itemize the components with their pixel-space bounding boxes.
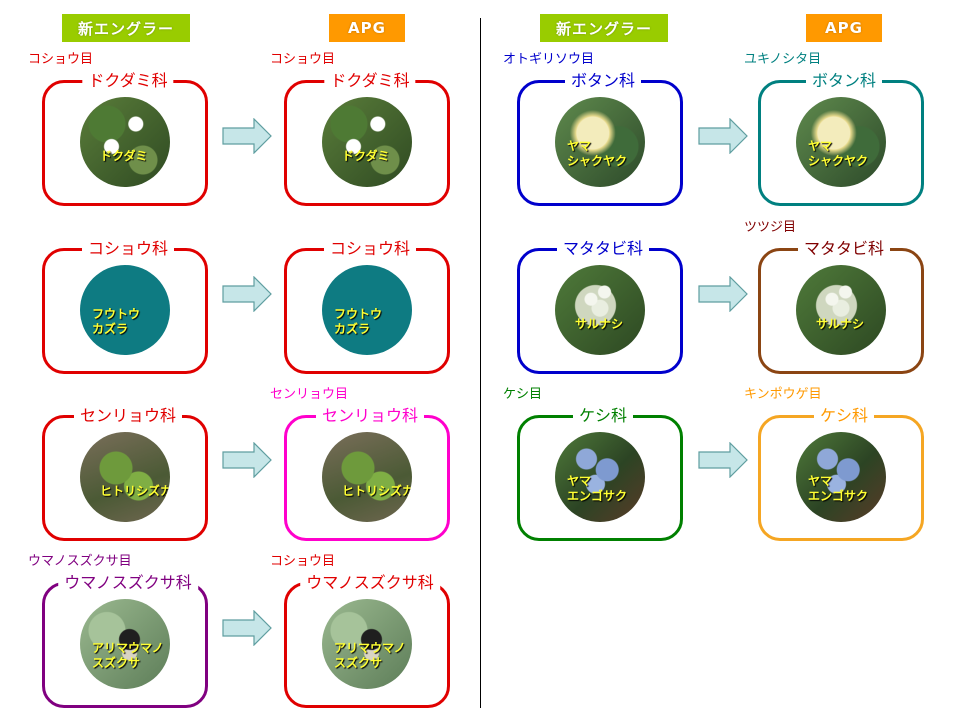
order-name: キンポウゲ目 — [744, 387, 822, 402]
family-box: センリョウ科ヒトリシズカ — [42, 405, 208, 541]
order-name: コショウ目 — [28, 52, 94, 67]
family-box: ケシ科ヤマエンゴサク — [517, 405, 683, 541]
plant-photo: ヤマエンゴサク — [555, 432, 645, 522]
plant-name: アリマウマノ — [92, 641, 164, 655]
plant-name: ヤマ — [567, 474, 592, 488]
order-name: ケシ目 — [503, 387, 543, 402]
plant-photo: フウトウカズラ — [322, 265, 412, 355]
family-name: コショウ科 — [323, 238, 417, 260]
family-name: センリョウ科 — [315, 405, 425, 427]
family-name: ドクダミ科 — [82, 70, 174, 92]
family-name: ドクダミ科 — [324, 70, 416, 92]
family-name: ウマノスズクサ科 — [300, 572, 440, 594]
plant-name: アリマウマノ — [334, 641, 406, 655]
family-name: マタタビ科 — [556, 238, 650, 260]
order-name: オトギリソウ目 — [503, 52, 595, 67]
right-arrow-icon — [698, 276, 748, 312]
arrow-shape — [222, 442, 272, 478]
plant-name: エンゴサク — [567, 489, 628, 503]
family-name: センリョウ科 — [73, 405, 183, 427]
plant-photo: ドクダミ — [322, 97, 412, 187]
plant-photo: サルナシ — [796, 265, 886, 355]
plant-name: シャクヤク — [808, 154, 869, 168]
plant-photo: ヤマシャクヤク — [796, 97, 886, 187]
family-box: センリョウ科ヒトリシズカ — [284, 405, 450, 541]
right-arrow-icon — [222, 610, 272, 646]
family-name: ケシ科 — [813, 405, 875, 427]
family-box: ケシ科ヤマエンゴサク — [758, 405, 924, 541]
family-name: コショウ科 — [81, 238, 175, 260]
plant-name: スズクサ — [92, 656, 141, 670]
column-divider — [480, 18, 481, 708]
plant-name: ドクダミ — [342, 149, 390, 163]
family-box: ボタン科ヤマシャクヤク — [517, 70, 683, 206]
order-name: コショウ目 — [270, 52, 336, 67]
order-name: ウマノスズクサ目 — [28, 554, 132, 569]
family-box: ドクダミ科ドクダミ — [284, 70, 450, 206]
arrow-shape — [222, 610, 272, 646]
plant-name: スズクサ — [334, 656, 383, 670]
plant-name: サルナシ — [575, 317, 624, 331]
family-name: ボタン科 — [805, 70, 883, 92]
right-arrow-icon — [222, 442, 272, 478]
family-name: マタタビ科 — [797, 238, 891, 260]
arrow-shape — [698, 118, 748, 154]
plant-name: ヤマ — [808, 474, 833, 488]
plant-name: フウトウ — [92, 307, 141, 321]
family-box: ボタン科ヤマシャクヤク — [758, 70, 924, 206]
header-shin-engler-right: 新エングラー — [540, 14, 668, 42]
plant-name: カズラ — [92, 322, 129, 336]
arrow-shape — [698, 442, 748, 478]
order-name: センリョウ目 — [270, 387, 349, 402]
family-box: マタタビ科サルナシ — [758, 238, 924, 374]
family-box: マタタビ科サルナシ — [517, 238, 683, 374]
order-name: ツツジ目 — [744, 220, 797, 235]
plant-name: ヒトリシズカ — [342, 484, 412, 498]
family-name: ボタン科 — [564, 70, 642, 92]
order-name: ユキノシタ目 — [744, 52, 822, 67]
family-name: ケシ科 — [572, 405, 634, 427]
right-arrow-icon — [698, 442, 748, 478]
family-box: ドクダミ科ドクダミ — [42, 70, 208, 206]
family-box: ウマノスズクサ科アリマウマノスズクサ — [284, 572, 450, 708]
plant-photo: ドクダミ — [80, 97, 170, 187]
plant-photo: アリマウマノスズクサ — [322, 599, 412, 689]
order-name: コショウ目 — [270, 554, 336, 569]
plant-photo: フウトウカズラ — [80, 265, 170, 355]
plant-name: サルナシ — [816, 317, 865, 331]
plant-photo: アリマウマノスズクサ — [80, 599, 170, 689]
plant-name: ヒトリシズカ — [100, 484, 170, 498]
plant-photo: ヤマシャクヤク — [555, 97, 645, 187]
family-box: コショウ科フウトウカズラ — [42, 238, 208, 374]
arrow-shape — [698, 276, 748, 312]
plant-name: フウトウ — [334, 307, 383, 321]
plant-name: シャクヤク — [567, 154, 628, 168]
header-apg-left: APG — [329, 14, 405, 42]
right-arrow-icon — [698, 118, 748, 154]
family-box: コショウ科フウトウカズラ — [284, 238, 450, 374]
plant-name: ヤマ — [808, 139, 833, 153]
right-arrow-icon — [222, 276, 272, 312]
header-apg-right: APG — [806, 14, 882, 42]
arrow-shape — [222, 118, 272, 154]
plant-name: エンゴサク — [808, 489, 869, 503]
right-arrow-icon — [222, 118, 272, 154]
plant-name: カズラ — [334, 322, 371, 336]
arrow-shape — [222, 276, 272, 312]
plant-photo: サルナシ — [555, 265, 645, 355]
plant-photo: ヤマエンゴサク — [796, 432, 886, 522]
family-box: ウマノスズクサ科アリマウマノスズクサ — [42, 572, 208, 708]
plant-name: ドクダミ — [100, 149, 148, 163]
plant-name: ヤマ — [567, 139, 592, 153]
plant-photo: ヒトリシズカ — [322, 432, 412, 522]
plant-photo: ヒトリシズカ — [80, 432, 170, 522]
family-name: ウマノスズクサ科 — [58, 572, 198, 594]
header-shin-engler-left: 新エングラー — [62, 14, 190, 42]
